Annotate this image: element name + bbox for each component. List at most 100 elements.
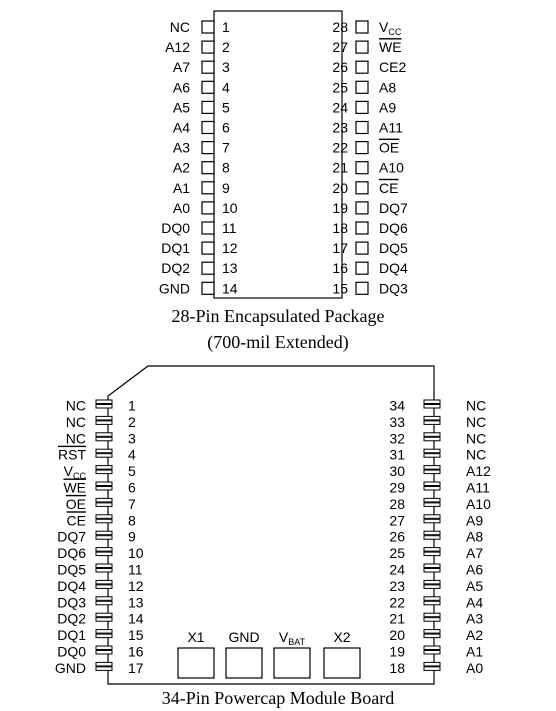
- pin-name-text: A3: [173, 140, 190, 156]
- powercap-pin-contact: [423, 518, 441, 524]
- pin-number: 22: [332, 140, 348, 156]
- powercap-pin-label-left: CE: [67, 512, 86, 528]
- pin-number: 24: [332, 99, 348, 115]
- pin-number: 12: [222, 240, 238, 256]
- pin-number: 11: [128, 562, 143, 578]
- powercap-pin-contact: [423, 584, 441, 589]
- pin-number: 7: [222, 140, 230, 156]
- powercap-bottom-pad-label: GND: [228, 629, 259, 645]
- powercap-pin-contact: [95, 518, 113, 524]
- powercap-pin-label-left: GND: [55, 660, 86, 676]
- powercap-pin-label-left: DQ6: [57, 545, 86, 561]
- powercap-pin-label-right: NC: [466, 430, 486, 446]
- powercap-pin-contact: [95, 404, 113, 409]
- pin-number: 11: [222, 220, 237, 236]
- dip-pin-label-left: A1: [173, 180, 190, 196]
- pin-number: 21: [332, 160, 348, 176]
- powercap-pin-label-right: A2: [466, 627, 483, 643]
- powercap-pin-contact: [423, 399, 441, 404]
- pin-name-text: X1: [187, 629, 204, 645]
- pin-name-text: DQ5: [57, 562, 86, 578]
- dip-pin-pad: [201, 201, 215, 215]
- powercap-pin-contact: [423, 530, 441, 536]
- powercap-caption: 34-Pin Powercap Module Board: [161, 688, 395, 708]
- pin-name-text: V: [279, 629, 289, 645]
- powercap-pin-label-left: RST: [58, 447, 86, 463]
- powercap-bottom-pad: [177, 647, 215, 679]
- powercap-pin-contact: [423, 563, 441, 568]
- dip-pin-label-left: A12: [165, 39, 190, 55]
- pin-name-text: A8: [466, 529, 483, 545]
- pin-number: 19: [332, 200, 348, 216]
- powercap-pin-label-right: NC: [466, 398, 486, 414]
- powercap-pin-contact: [95, 465, 113, 470]
- pin-name-text: A12: [165, 39, 190, 55]
- pin-number: 12: [128, 578, 144, 594]
- pin-number: 30: [389, 463, 405, 479]
- dip-pin-pad: [355, 281, 369, 295]
- powercap-pin-label-right: A6: [466, 562, 483, 578]
- pin-number: 25: [389, 545, 405, 561]
- pin-number: 10: [128, 545, 144, 561]
- pin-name-text: DQ4: [379, 260, 408, 276]
- dip-pin-label-left: A0: [173, 200, 190, 216]
- dip-pin-label-left: NC: [170, 19, 190, 35]
- pin-name-text: NC: [66, 398, 86, 414]
- pin-name-text: NC: [66, 414, 86, 430]
- dip-pin-label-right: DQ4: [379, 260, 408, 276]
- dip-pin-pad: [355, 141, 369, 155]
- pin-number: 23: [332, 120, 348, 136]
- dip-pin-pad: [201, 100, 215, 115]
- powercap-board-outline: [107, 365, 435, 685]
- powercap-pin-contact: [423, 469, 441, 475]
- dip-pin-label-left: DQ2: [161, 260, 190, 276]
- powercap-pin-label-right: A5: [466, 578, 483, 594]
- powercap-pin-label-left: DQ2: [57, 611, 86, 627]
- pin-number: 9: [128, 529, 136, 545]
- pin-number: 13: [128, 594, 144, 610]
- dip-pin-pad: [201, 281, 215, 295]
- powercap-pin-contact: [423, 514, 441, 519]
- dip-pin-label-right: CE2: [379, 59, 406, 75]
- pin-name-text: A7: [173, 59, 190, 75]
- powercap-pin-contact: [95, 629, 113, 634]
- pin-number: 14: [128, 611, 144, 627]
- pin-name-text: DQ0: [57, 644, 86, 660]
- pin-number: 10: [222, 200, 238, 216]
- dip-pin-pad: [355, 221, 369, 235]
- pin-name-text: A5: [173, 99, 190, 115]
- pin-name-text: V: [64, 463, 74, 479]
- powercap-pin-contact: [423, 661, 441, 667]
- powercap-bottom-pad: [323, 647, 361, 679]
- pin-name-text: DQ1: [57, 627, 86, 643]
- pin-name-text: NC: [466, 430, 486, 446]
- powercap-bottom-pad-label: VBAT: [279, 629, 306, 647]
- pin-name-text: A2: [466, 627, 483, 643]
- pin-number: 7: [128, 496, 136, 512]
- pin-name-text: A12: [466, 463, 491, 479]
- dip-pin-label-left: A2: [173, 160, 190, 176]
- dip-pin-label-right: A11: [379, 120, 403, 136]
- dip-pin-pad: [201, 120, 215, 135]
- pin-name-text: X2: [333, 629, 350, 645]
- pin-name-text: DQ0: [161, 220, 190, 236]
- dip-pin-label-left: A7: [173, 59, 190, 75]
- pin-number: 33: [389, 414, 405, 430]
- pin-name-text: A4: [466, 594, 483, 610]
- pin-name-text: OE: [379, 140, 399, 156]
- dip-pin-pad: [355, 100, 369, 115]
- powercap-pin-contact: [95, 453, 113, 458]
- pin-name-text: A11: [466, 480, 490, 496]
- powercap-pin-contact: [95, 645, 113, 650]
- powercap-pin-label-left: DQ4: [57, 578, 86, 594]
- dip-pin-label-left: DQ1: [161, 240, 190, 256]
- powercap-pin-contact: [423, 617, 441, 622]
- pin-name-text: OE: [66, 496, 86, 512]
- pin-name-text: DQ7: [379, 200, 408, 216]
- powercap-pin-contact: [423, 502, 441, 507]
- dip-pin-label-right: VCC: [379, 19, 402, 37]
- pin-number: 17: [332, 240, 348, 256]
- pin-number: 32: [389, 430, 405, 446]
- pin-name-text: CE: [67, 512, 86, 528]
- dip-pin-label-left: A5: [173, 99, 190, 115]
